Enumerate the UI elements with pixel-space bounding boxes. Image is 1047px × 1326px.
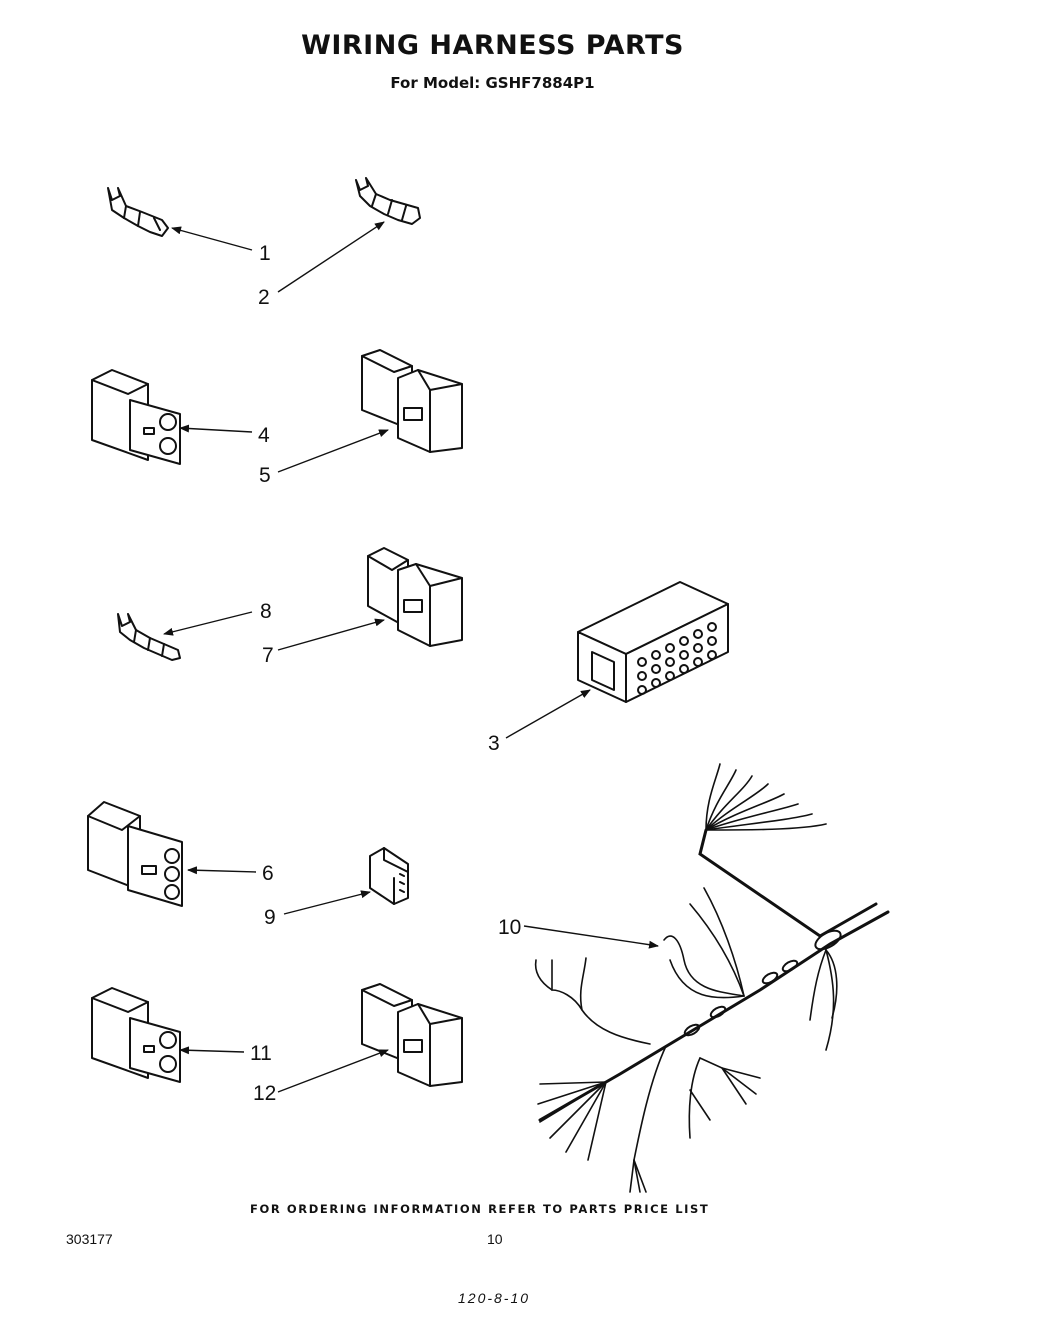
part-12-housing xyxy=(361,983,463,1087)
part-9-plug xyxy=(369,847,409,905)
callout-10: 10 xyxy=(498,916,521,939)
cavity-grid xyxy=(637,622,717,695)
part-4-connector xyxy=(91,369,181,465)
part-5-housing xyxy=(361,349,463,453)
part-6-connector xyxy=(87,801,183,907)
callout-8: 8 xyxy=(260,600,272,623)
model-subtitle: For Model: GSHF7884P1 xyxy=(390,74,595,92)
page-title: WIRING HARNESS PARTS xyxy=(301,30,684,61)
callout-2: 2 xyxy=(258,286,270,309)
callout-7: 7 xyxy=(262,644,274,667)
callout-11: 11 xyxy=(250,1042,272,1065)
callout-12: 12 xyxy=(253,1082,276,1105)
callout-5: 5 xyxy=(259,464,271,487)
part-7-housing xyxy=(367,547,463,647)
part-11-connector xyxy=(91,987,181,1083)
part-2-terminal xyxy=(355,177,421,225)
callout-4: 4 xyxy=(258,424,270,447)
leader-lines xyxy=(163,221,659,1093)
handwritten-note: 120-8-10 xyxy=(458,1290,531,1306)
document-number: 303177 xyxy=(66,1231,113,1247)
ordering-note: FOR ORDERING INFORMATION REFER TO PARTS … xyxy=(250,1202,710,1216)
page-number: 10 xyxy=(487,1231,503,1247)
part-8-terminal xyxy=(117,613,181,661)
callout-9: 9 xyxy=(264,906,276,929)
callout-3: 3 xyxy=(488,732,500,755)
part-10-harness xyxy=(534,763,890,1193)
callout-6: 6 xyxy=(262,862,274,885)
part-3-block xyxy=(577,581,729,703)
callout-1: 1 xyxy=(259,242,271,265)
part-1-terminal xyxy=(107,187,169,237)
